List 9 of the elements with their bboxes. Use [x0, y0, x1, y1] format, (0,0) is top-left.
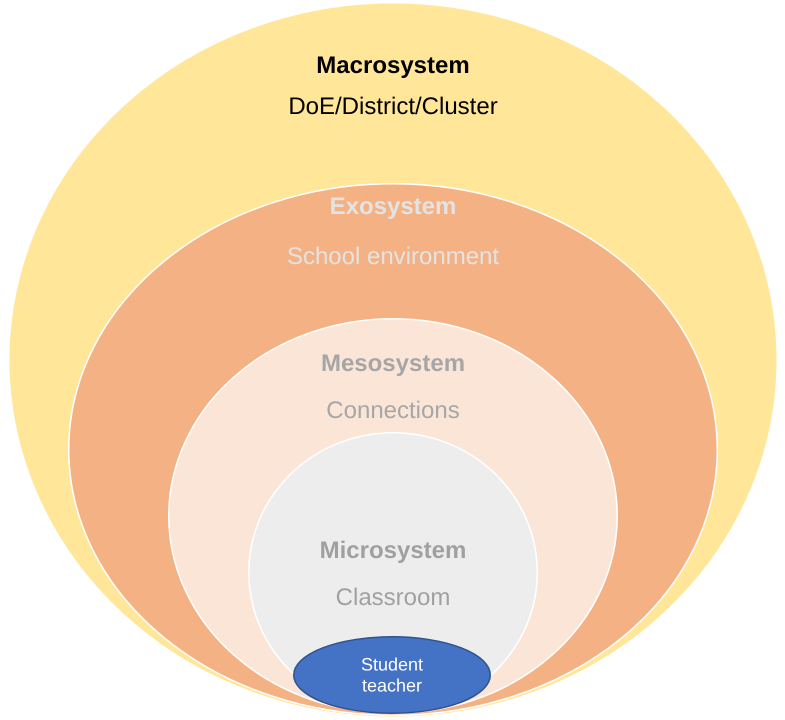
- system-heading: Microsystem: [320, 537, 466, 565]
- system-heading: Macrosystem: [316, 52, 470, 80]
- system-subtitle: Classroom: [336, 584, 450, 612]
- system-heading: Exosystem: [330, 193, 456, 221]
- system-heading: Mesosystem: [320, 350, 466, 378]
- system-subtitle: DoE/District/Cluster: [288, 93, 498, 121]
- system-subtitle: School environment: [286, 243, 500, 271]
- oval-label: Student teacher: [360, 654, 424, 696]
- system-subtitle: Connections: [326, 397, 460, 425]
